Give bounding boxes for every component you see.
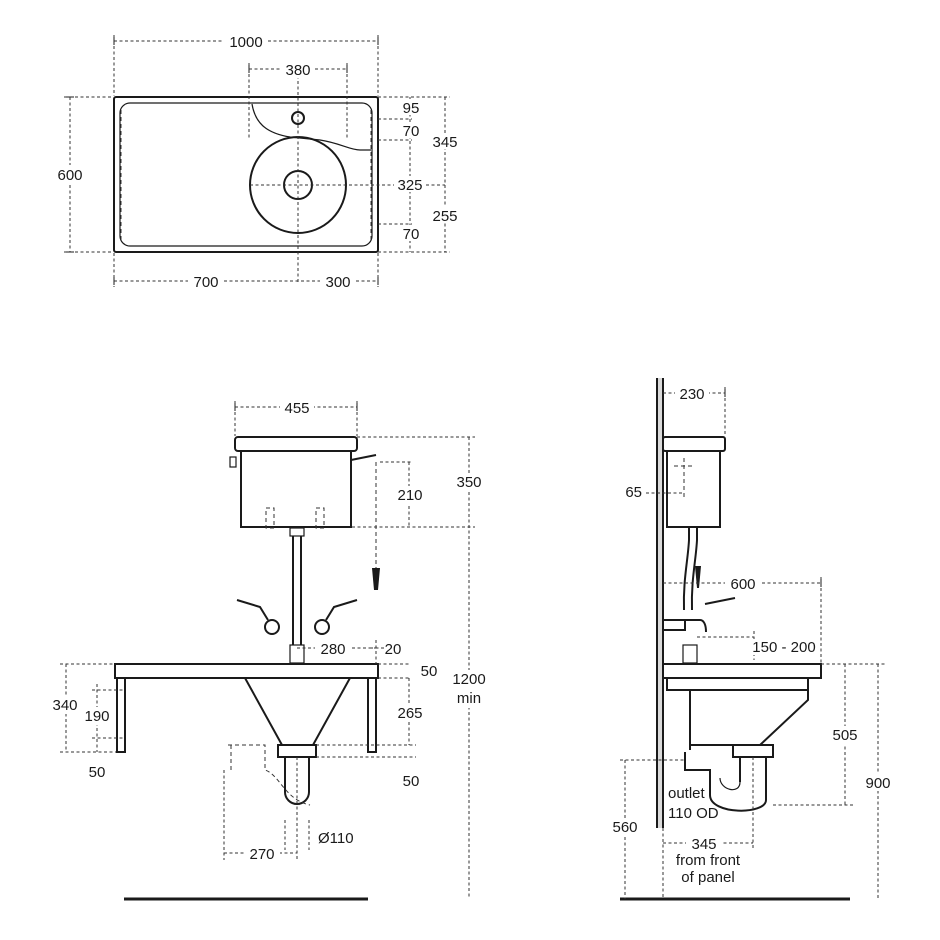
trap-collar (277, 744, 317, 758)
dim-65: 65 (625, 484, 642, 501)
pull-handle (372, 568, 380, 590)
cistern-bracket-left (265, 507, 275, 529)
right-tap-lever (325, 599, 358, 621)
side-flush-pipe-a (682, 528, 690, 611)
sink-top (114, 663, 379, 679)
dim-width: 1000 (229, 34, 262, 51)
dim-70-top: 70 (403, 123, 420, 140)
dim-270: 270 (249, 846, 274, 863)
dim-50-left: 50 (89, 764, 106, 781)
cistern-lid (234, 436, 358, 452)
side-sink-top (662, 663, 822, 679)
dim-345-side: 345 (691, 836, 716, 853)
side-trap-collar (732, 744, 774, 758)
side-tap-lever (704, 597, 736, 605)
dim-50-lower: 50 (403, 773, 420, 790)
side-flush-pipe-b (690, 528, 698, 611)
dim-depth: 600 (57, 167, 82, 184)
cistern-body (240, 451, 352, 528)
side-trap-body (684, 752, 767, 812)
tap-ledge-curve (251, 103, 371, 151)
cistern-left-fitting (229, 456, 237, 468)
dim-345: 345 (432, 134, 457, 151)
side-pull-handle (695, 566, 701, 588)
dim-total-height: 1200 (452, 671, 485, 688)
side-tap-mount (662, 619, 686, 631)
dim-325: 325 (397, 177, 422, 194)
dim-230: 230 (679, 386, 704, 403)
dim-300: 300 (325, 274, 350, 291)
top-view: 1000 380 600 95 70 325 70 345 255 (52, 32, 462, 291)
dim-cistern-height: 350 (456, 474, 481, 491)
side-view: 230 65 600 150 - 200 505 900 560 outlet … (608, 378, 895, 901)
dim-280: 280 (320, 641, 345, 658)
cistern-bracket-right (315, 507, 325, 529)
dim-hopper-width: 380 (285, 62, 310, 79)
flush-pipe-coupling (289, 527, 305, 537)
left-tap-lever (236, 599, 269, 621)
top-view-outline (113, 96, 379, 253)
outlet-label-line2: 110 OD (668, 805, 719, 822)
left-tap-body (264, 619, 280, 635)
front-note-line2: of panel (681, 869, 734, 886)
dim-50-top: 50 (421, 663, 438, 680)
left-bracket (116, 677, 126, 753)
outlet-label-line1: outlet (668, 785, 706, 802)
dim-20: 20 (385, 641, 402, 658)
dim-210: 210 (397, 487, 422, 504)
dim-340: 340 (52, 697, 77, 714)
front-note-line1: from front (676, 852, 741, 869)
dim-70-bottom: 70 (403, 226, 420, 243)
tap-hole (291, 111, 305, 125)
side-tap-spout (685, 619, 707, 633)
dim-cistern-width: 455 (284, 400, 309, 417)
wall-panel (657, 378, 663, 828)
hopper-cone (243, 677, 352, 746)
dim-265: 265 (397, 705, 422, 722)
dim-505: 505 (832, 727, 857, 744)
dim-560: 560 (612, 819, 637, 836)
dim-outlet-diameter: Ø110 (318, 830, 354, 847)
dim-190: 190 (84, 708, 109, 725)
dim-total-height-note: min (457, 690, 481, 707)
dim-95: 95 (403, 100, 420, 117)
dim-255: 255 (432, 208, 457, 225)
right-bracket (367, 677, 377, 753)
side-flush-connector (682, 644, 698, 664)
top-view-inner-rim (119, 102, 373, 247)
dim-tap-range: 150 - 200 (752, 639, 815, 656)
right-tap-body (314, 619, 330, 635)
trap-dashed-outlet (228, 744, 311, 806)
side-sink-body (666, 678, 809, 750)
front-view: 455 210 350 1200 min 280 20 50 265 50 (48, 398, 490, 901)
flush-lever (350, 454, 377, 461)
dim-600: 600 (730, 576, 755, 593)
side-cistern-lid (662, 436, 726, 452)
side-trap-inner (719, 777, 741, 791)
dim-700: 700 (193, 274, 218, 291)
side-cistern-body (666, 451, 721, 528)
dim-900: 900 (865, 775, 890, 792)
